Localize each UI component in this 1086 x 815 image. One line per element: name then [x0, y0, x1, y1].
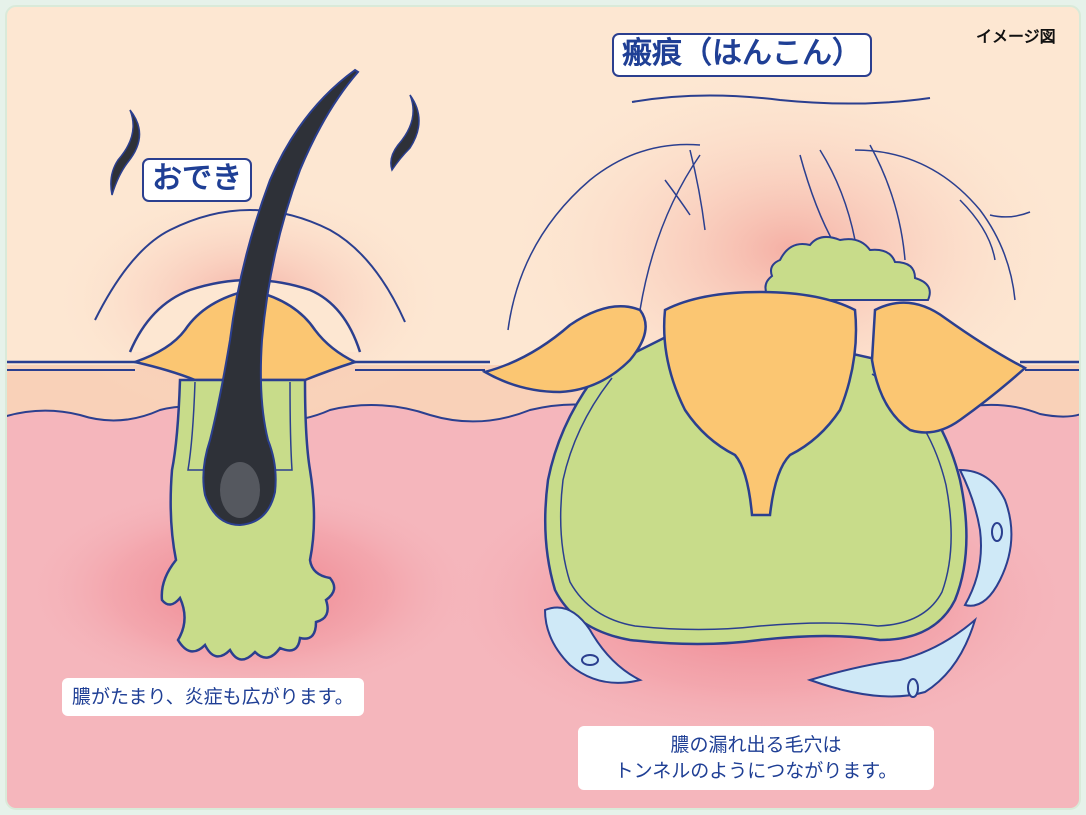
- right-caption: 膿の漏れ出る毛穴は トンネルのようにつながります。: [578, 726, 934, 790]
- right-caption-line-1: 膿の漏れ出る毛穴は: [588, 732, 924, 758]
- scar-label: 瘢痕（はんこん）: [612, 33, 872, 77]
- boil-label: おでき: [142, 158, 252, 202]
- left-caption: 膿がたまり、炎症も広がります。: [62, 678, 364, 716]
- image-note: イメージ図: [976, 23, 1056, 47]
- right-caption-line-2: トンネルのようにつながります。: [588, 758, 924, 784]
